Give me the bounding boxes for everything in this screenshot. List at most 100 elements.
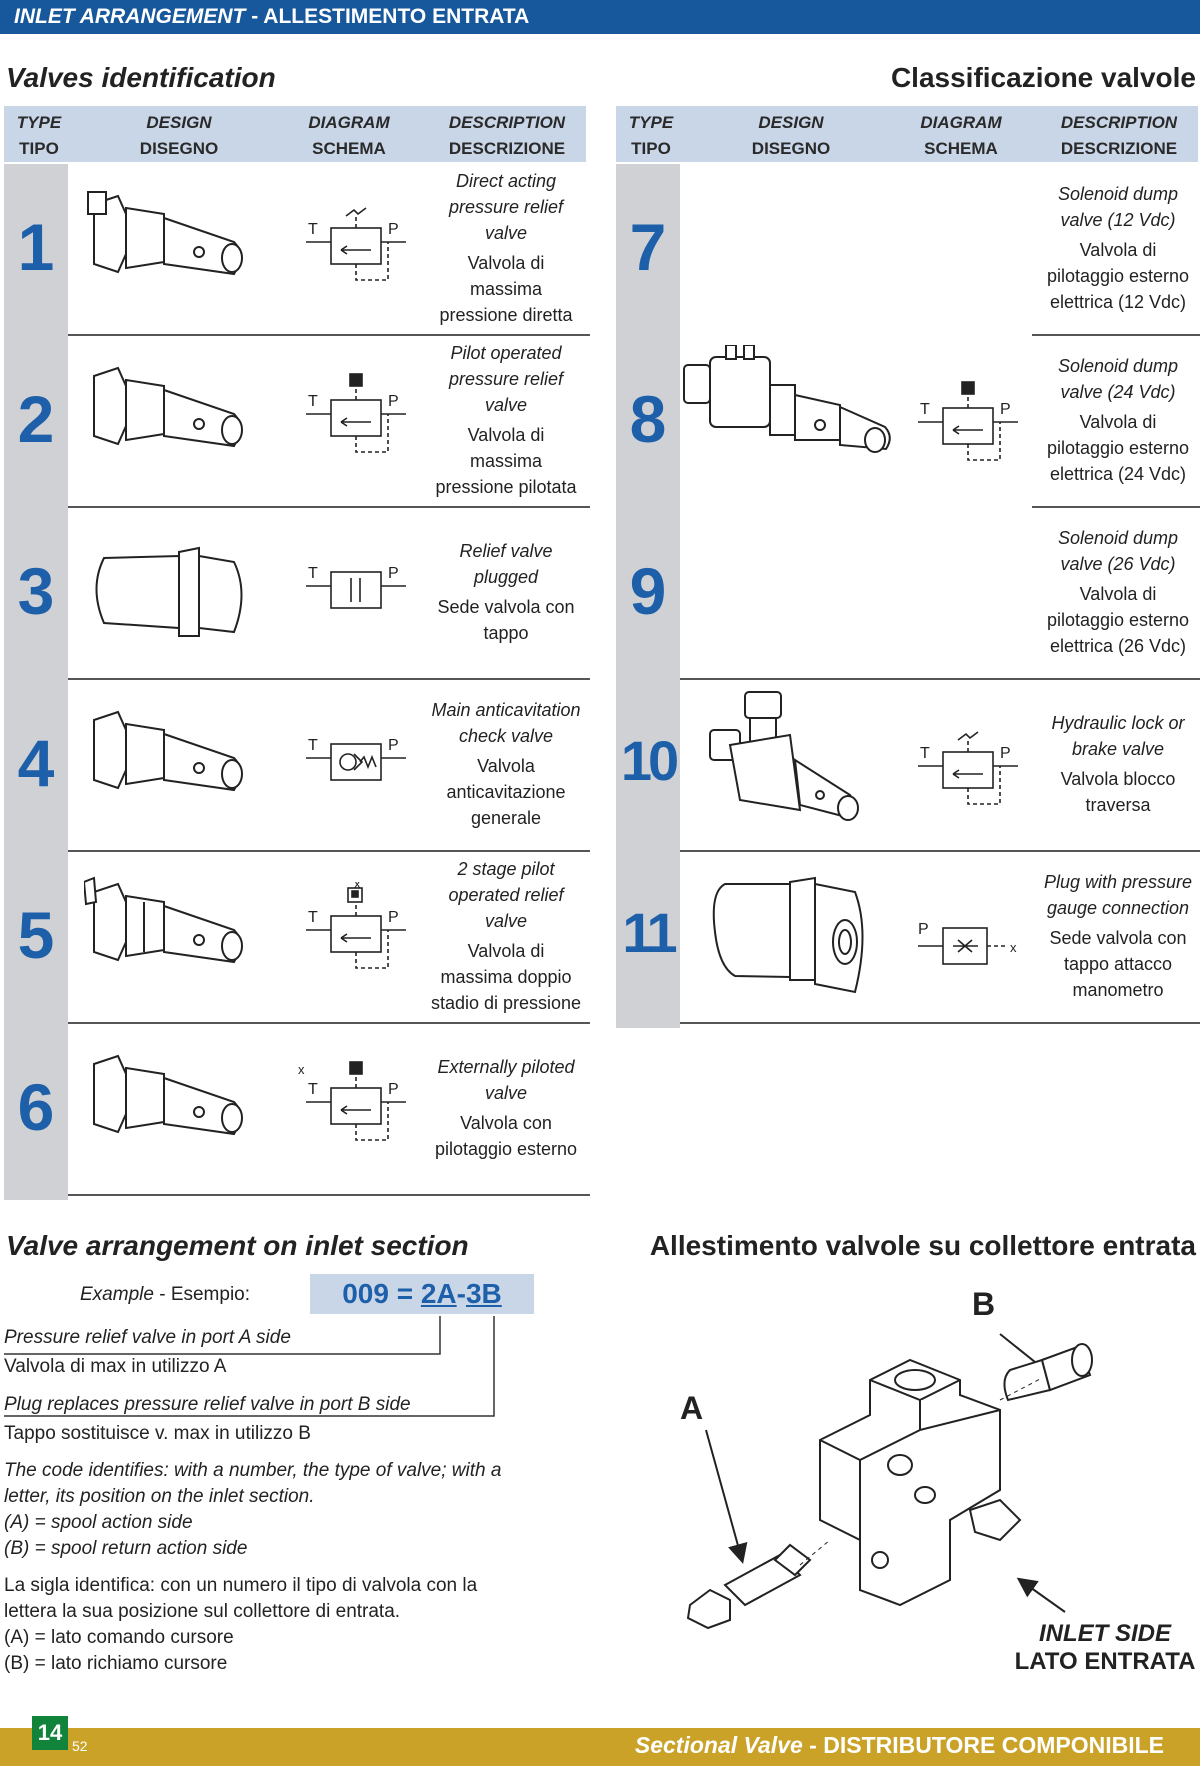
table-header-left: TYPE TIPO DESIGN DISEGNO DIAGRAM SCHEMA … (4, 106, 586, 162)
code-explain-en-2: letter, its position on the inlet sectio… (4, 1486, 315, 1507)
description-en-line: Hydraulic lock or (1051, 713, 1185, 733)
description-it-line: generale (470, 808, 542, 828)
description-en-line: Solenoid dump (1057, 356, 1179, 376)
code-prefix: 009 = (342, 1278, 414, 1309)
description-en-line: pressure relief (448, 369, 564, 389)
solenoid-valve-drawing (683, 345, 891, 453)
code-dash: - (456, 1278, 466, 1309)
note-b-it: Tappo sostituisce v. max in utilizzo B (4, 1423, 311, 1444)
description-it-line: tappo (483, 623, 529, 643)
description-it-line: Valvola di (467, 253, 545, 273)
th-description: DESCRIPTION (1060, 113, 1178, 132)
code-explain-it-3: (A) = lato comando cursore (4, 1627, 234, 1648)
description-it-line: pilotaggio esterno (434, 1139, 578, 1159)
port-p-label: P (1000, 401, 1011, 418)
port-p-label: P (388, 909, 399, 926)
description-en-line: operated relief (448, 885, 564, 905)
code-a: 2A (420, 1278, 457, 1309)
left-type-column (4, 164, 68, 1200)
inlet-side-en: INLET SIDE (1038, 1620, 1171, 1647)
description-en-line: Plug with pressure (1043, 872, 1193, 892)
footer-sep: - (802, 1732, 824, 1758)
header-sep: - (251, 5, 259, 28)
valve-type-number: 8 (629, 382, 667, 456)
table-header-right: TYPE TIPO DESIGN DISEGNO DIAGRAM SCHEMA … (616, 106, 1198, 162)
description-en-line: valve (26 Vdc) (1060, 554, 1176, 574)
example-sep: - (159, 1284, 166, 1305)
th-descrizione: DESCRIZIONE (448, 139, 566, 158)
th-disegno: DISEGNO (751, 139, 831, 158)
port-p-label: P (918, 921, 929, 938)
th-diagram: DIAGRAM (920, 113, 1002, 132)
row-divider (68, 334, 590, 336)
arrangement-title-it: Allestimento valvole su collettore entra… (649, 1230, 1196, 1261)
code-b: 3B (465, 1278, 502, 1309)
description-en-line: valve (484, 911, 528, 931)
port-x-label: x (298, 1062, 305, 1077)
inlet-side-label: INLET SIDE LATO ENTRATA (1010, 1620, 1200, 1676)
assembly-label-b: B (972, 1286, 996, 1322)
description-it-line: elettrica (26 Vdc) (1049, 636, 1187, 656)
port-x-label: x (1010, 940, 1017, 955)
description-en-line: valve (12 Vdc) (1060, 210, 1176, 230)
description-it-line: Valvola blocco (1060, 769, 1176, 789)
code-explain-it-1: La sigla identifica: con un numero il ti… (4, 1575, 478, 1596)
description-en-line: valve (484, 1083, 528, 1103)
valve-drawing-cartridge-long (84, 876, 243, 964)
port-t-label: T (308, 737, 318, 754)
row-divider (680, 1022, 1200, 1024)
section-title-it: Classificazione valvole (890, 62, 1196, 93)
description-en-line: plugged (473, 567, 539, 587)
port-p-label: P (388, 737, 399, 754)
th-diagram: DIAGRAM (308, 113, 390, 132)
description-it-line: traversa (1085, 795, 1151, 815)
example-leader-lines (4, 1316, 495, 1417)
valve-drawing-cartridge-c (93, 710, 243, 792)
description-en-line: Direct acting (455, 171, 557, 191)
port-t-label: T (920, 401, 930, 418)
th-schema: SCHEMA (312, 139, 386, 158)
code-explain-en-4: (B) = spool return action side (4, 1538, 248, 1559)
port-t-label: T (308, 909, 318, 926)
note-b-en: Plug replaces pressure relief valve in p… (4, 1394, 411, 1415)
row-divider (680, 678, 1200, 680)
description-it-line: massima doppio (440, 967, 572, 987)
footer-title: Sectional Valve - DISTRIBUTORE COMPONIBI… (635, 1732, 1164, 1759)
description-en-line: check valve (458, 726, 554, 746)
description-it-line: massima (469, 279, 542, 299)
valve-type-number: 2 (17, 382, 55, 456)
header-title-it: ALLESTIMENTO ENTRATA (263, 5, 530, 28)
th-disegno: DISEGNO (139, 139, 219, 158)
port-t-label: T (920, 745, 930, 762)
code-explain-en-3: (A) = spool action side (4, 1512, 193, 1533)
assembly-label-a: A (680, 1390, 704, 1426)
description-en-line: Solenoid dump (1057, 184, 1179, 204)
code-explain-it-2: lettera la sua posizione sul collettore … (4, 1601, 401, 1622)
footer-title-en: Sectional Valve (634, 1732, 803, 1758)
valve-drawing-cartridge-a (87, 191, 243, 276)
description-en-line: Relief valve (459, 541, 553, 561)
valve-type-number: 5 (17, 898, 55, 972)
valve-type-number: 3 (17, 554, 55, 628)
example-label-it: Esempio: (170, 1284, 251, 1305)
port-p-label: P (388, 1081, 399, 1098)
port-p-label: P (388, 221, 399, 238)
description-it-line: Valvola (477, 756, 535, 776)
row-divider (68, 850, 590, 852)
description-en-line: pressure relief (448, 197, 564, 217)
description-it-line: Valvola di (1079, 584, 1157, 604)
description-en-line: brake valve (1071, 739, 1165, 759)
description-en-line: 2 stage pilot (457, 859, 555, 879)
th-type: TYPE (628, 113, 674, 132)
description-en-line: valve (484, 395, 528, 415)
description-it-line: pressione pilotata (435, 477, 577, 497)
